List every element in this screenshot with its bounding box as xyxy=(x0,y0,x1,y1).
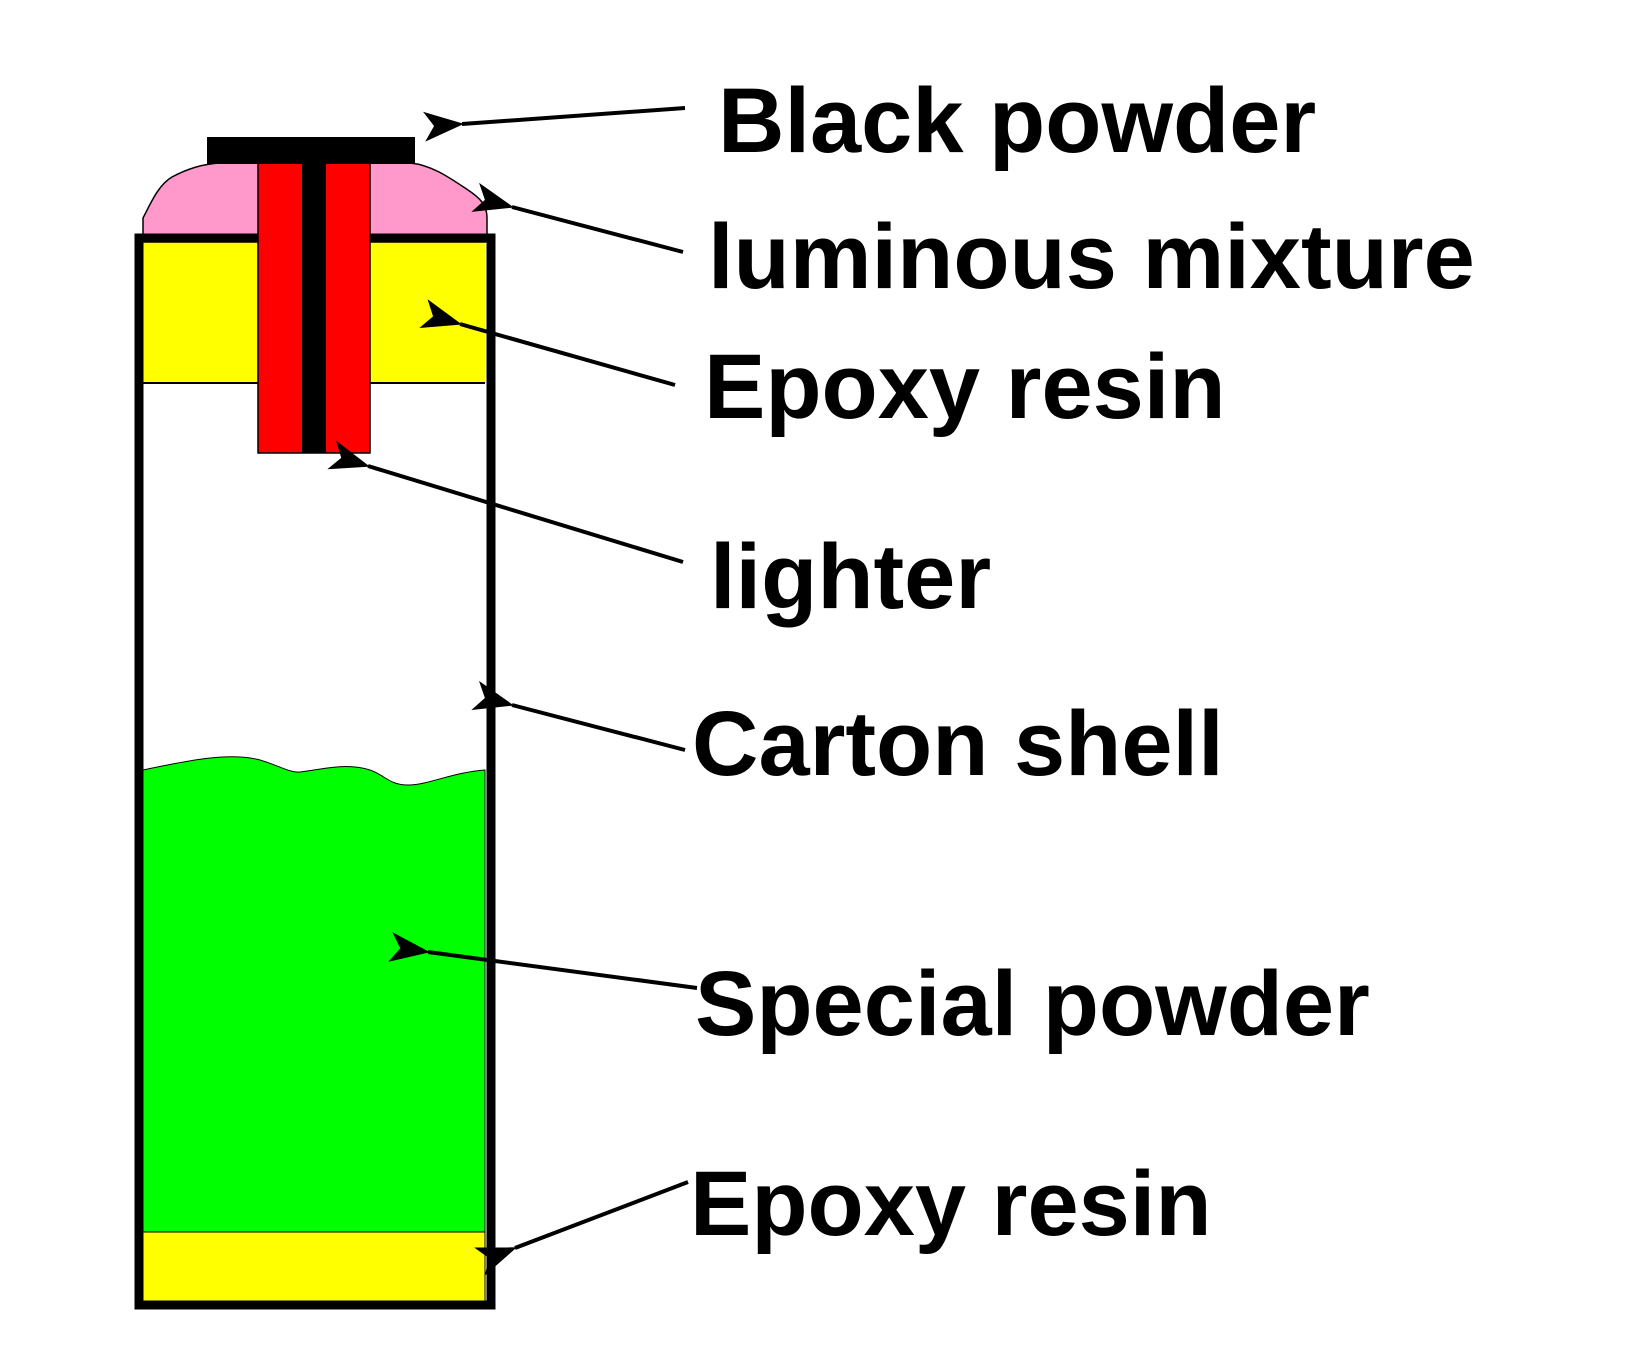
top-epoxy-resin-left xyxy=(143,242,258,382)
label-epoxy-resin-bottom: Epoxy resin xyxy=(690,1153,1212,1255)
black-powder-bar xyxy=(207,137,415,164)
label-epoxy-resin-top: Epoxy resin xyxy=(704,336,1226,438)
arrow-special-powder xyxy=(388,932,698,990)
arrow-carton-shell xyxy=(471,680,686,752)
arrow-lighter xyxy=(327,440,684,564)
arrow-black-powder xyxy=(423,106,686,142)
label-black-powder: Black powder xyxy=(718,70,1316,172)
label-lighter: lighter xyxy=(710,526,991,628)
special-powder-fill xyxy=(142,756,486,1233)
carton-shell xyxy=(134,233,496,1310)
arrow-luminous-mixture xyxy=(471,182,684,254)
label-carton-shell: Carton shell xyxy=(692,693,1224,795)
lighter-fuse-core xyxy=(302,163,326,453)
label-luminous-mixture: luminous mixture xyxy=(708,206,1475,308)
label-special-powder: Special powder xyxy=(695,953,1370,1055)
arrow-epoxy-resin-bottom xyxy=(474,1180,689,1276)
arrow-epoxy-resin-top xyxy=(419,299,676,387)
top-epoxy-resin-right xyxy=(370,242,485,382)
bottom-epoxy-resin xyxy=(142,1231,486,1303)
